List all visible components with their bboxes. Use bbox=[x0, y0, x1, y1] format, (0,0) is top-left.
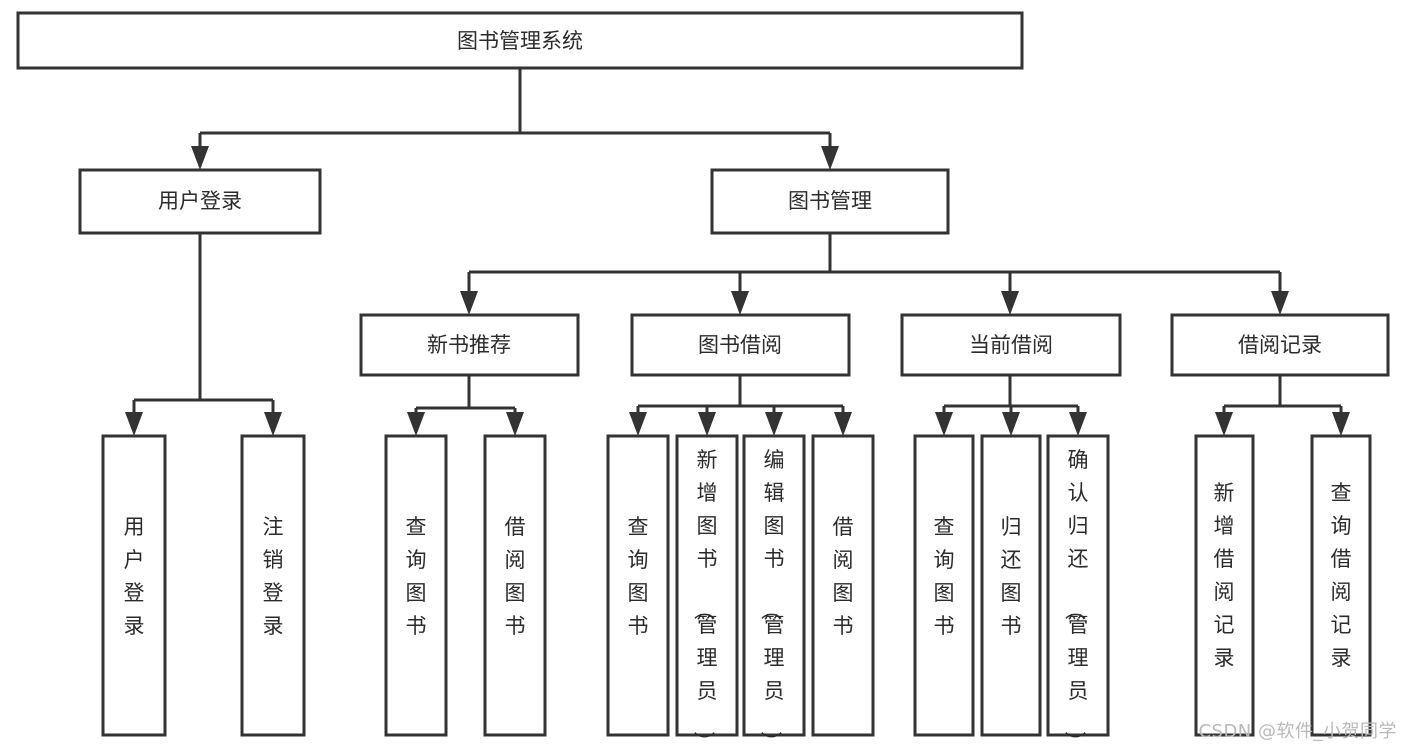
leaf-node-query-borrow-record[interactable]: 查询借阅记录 bbox=[1310, 434, 1372, 737]
arrow-to-leaf-borrow-book-a bbox=[506, 412, 524, 436]
arrow-to-book-mgmt bbox=[821, 146, 839, 170]
node-book-borrow[interactable]: 图书借阅 bbox=[630, 313, 851, 377]
leaf-node-confirm-return-admin[interactable]: 确认归还（管理员） bbox=[1046, 434, 1110, 747]
arrow-to-leaf-user-login bbox=[125, 412, 143, 436]
node-box-book-management bbox=[710, 168, 950, 235]
leaf-box-logout-login bbox=[240, 434, 306, 737]
leaf-box-query-book-borrow bbox=[606, 434, 670, 737]
node-box-user-login bbox=[78, 168, 322, 235]
node-box-root bbox=[16, 11, 1024, 70]
leaf-box-confirm-return-admin bbox=[1046, 434, 1110, 737]
leaf-label-return-book: 归还图书 bbox=[1001, 515, 1022, 638]
leaf-label-query-book-borrow: 查询图书 bbox=[628, 515, 649, 638]
leaf-node-add-borrow-record[interactable]: 新增借阅记录 bbox=[1194, 434, 1255, 737]
leaf-label-query-book-current: 查询图书 bbox=[934, 515, 955, 638]
leaf-box-edit-book-admin bbox=[742, 434, 806, 737]
node-box-book-borrow bbox=[630, 313, 851, 377]
leaf-label-user-login: 用户登录 bbox=[124, 515, 145, 638]
arrow-to-leaf-query-book-b bbox=[629, 412, 647, 436]
leaf-label-add-book-admin: 新增图书（管理员） bbox=[692, 448, 718, 747]
arrow-to-leaf-query-book-a bbox=[407, 412, 425, 436]
arrow-to-leaf-return-book bbox=[1002, 412, 1020, 436]
leaf-node-query-book-borrow[interactable]: 查询图书 bbox=[606, 434, 670, 737]
leaf-box-query-borrow-record bbox=[1310, 434, 1372, 737]
leaf-box-borrow-book-newbook bbox=[483, 434, 547, 737]
node-box-new-book-recommend bbox=[359, 313, 580, 377]
arrow-to-current-borrow bbox=[1001, 291, 1019, 315]
node-label-root: 图书管理系统 bbox=[457, 29, 583, 53]
leaf-node-user-login[interactable]: 用户登录 bbox=[101, 434, 167, 737]
arrow-to-leaf-confirm-return bbox=[1069, 412, 1087, 436]
leaf-box-query-book-current bbox=[913, 434, 975, 737]
node-label-book-borrow: 图书借阅 bbox=[698, 333, 782, 357]
leaf-node-logout-login[interactable]: 注销登录 bbox=[240, 434, 306, 737]
leaf-node-query-book-newbook[interactable]: 查询图书 bbox=[384, 434, 448, 737]
arrow-to-user-login bbox=[191, 146, 209, 170]
leaf-label-confirm-return-admin: 确认归还（管理员） bbox=[1063, 448, 1089, 747]
node-box-current-borrow bbox=[900, 313, 1122, 377]
leaf-box-borrow-book-borrow bbox=[811, 434, 875, 737]
node-root-book-management-system[interactable]: 图书管理系统 bbox=[16, 11, 1024, 70]
arrow-to-leaf-edit-book bbox=[765, 412, 783, 436]
node-label-book-management: 图书管理 bbox=[788, 189, 872, 213]
leaf-label-add-borrow-record: 新增借阅记录 bbox=[1214, 481, 1235, 670]
leaf-label-query-book-newbook: 查询图书 bbox=[406, 515, 427, 638]
node-current-borrow[interactable]: 当前借阅 bbox=[900, 313, 1122, 377]
arrow-to-leaf-query-record bbox=[1332, 412, 1350, 436]
arrow-to-leaf-logout-login bbox=[264, 412, 282, 436]
node-borrow-record[interactable]: 借阅记录 bbox=[1170, 313, 1390, 377]
leaf-label-query-borrow-record: 查询借阅记录 bbox=[1331, 481, 1352, 670]
node-label-current-borrow: 当前借阅 bbox=[969, 333, 1053, 357]
leaf-box-user-login bbox=[101, 434, 167, 737]
node-label-borrow-record: 借阅记录 bbox=[1238, 333, 1322, 357]
node-user-login[interactable]: 用户登录 bbox=[78, 168, 322, 235]
node-box-borrow-record bbox=[1170, 313, 1390, 377]
leaf-label-logout-login: 注销登录 bbox=[263, 515, 284, 638]
leaf-label-borrow-book-newbook: 借阅图书 bbox=[505, 515, 526, 638]
connector-layer bbox=[125, 68, 1350, 436]
node-new-book-recommend[interactable]: 新书推荐 bbox=[359, 313, 580, 377]
arrow-to-leaf-borrow-book-b bbox=[834, 412, 852, 436]
leaf-box-return-book bbox=[980, 434, 1042, 737]
node-label-user-login: 用户登录 bbox=[158, 189, 242, 213]
arrow-to-leaf-query-book-c bbox=[935, 412, 953, 436]
leaf-node-return-book[interactable]: 归还图书 bbox=[980, 434, 1042, 737]
arrow-to-book-borrow bbox=[731, 291, 749, 315]
node-label-new-book-recommend: 新书推荐 bbox=[427, 333, 511, 357]
leaf-node-borrow-book-newbook[interactable]: 借阅图书 bbox=[483, 434, 547, 737]
leaf-node-query-book-current[interactable]: 查询图书 bbox=[913, 434, 975, 737]
leaf-box-add-borrow-record bbox=[1194, 434, 1255, 737]
leaf-label-borrow-book-borrow: 借阅图书 bbox=[833, 515, 854, 638]
leaf-box-add-book-admin bbox=[675, 434, 739, 737]
leaf-node-edit-book-admin[interactable]: 编辑图书（管理员） bbox=[742, 434, 806, 747]
node-book-management[interactable]: 图书管理 bbox=[710, 168, 950, 235]
arrow-to-borrow-record bbox=[1271, 291, 1289, 315]
arrow-to-leaf-add-book bbox=[698, 412, 716, 436]
leaf-node-borrow-book-borrow[interactable]: 借阅图书 bbox=[811, 434, 875, 737]
arrow-to-leaf-add-record bbox=[1215, 412, 1233, 436]
leaf-label-edit-book-admin: 编辑图书（管理员） bbox=[759, 448, 785, 747]
arrow-to-new-book-rec bbox=[460, 291, 478, 315]
leaf-node-add-book-admin[interactable]: 新增图书（管理员） bbox=[675, 434, 739, 747]
csdn-watermark: CSDN @软件_小贺同学 bbox=[1198, 721, 1397, 742]
leaf-box-query-book-newbook bbox=[384, 434, 448, 737]
